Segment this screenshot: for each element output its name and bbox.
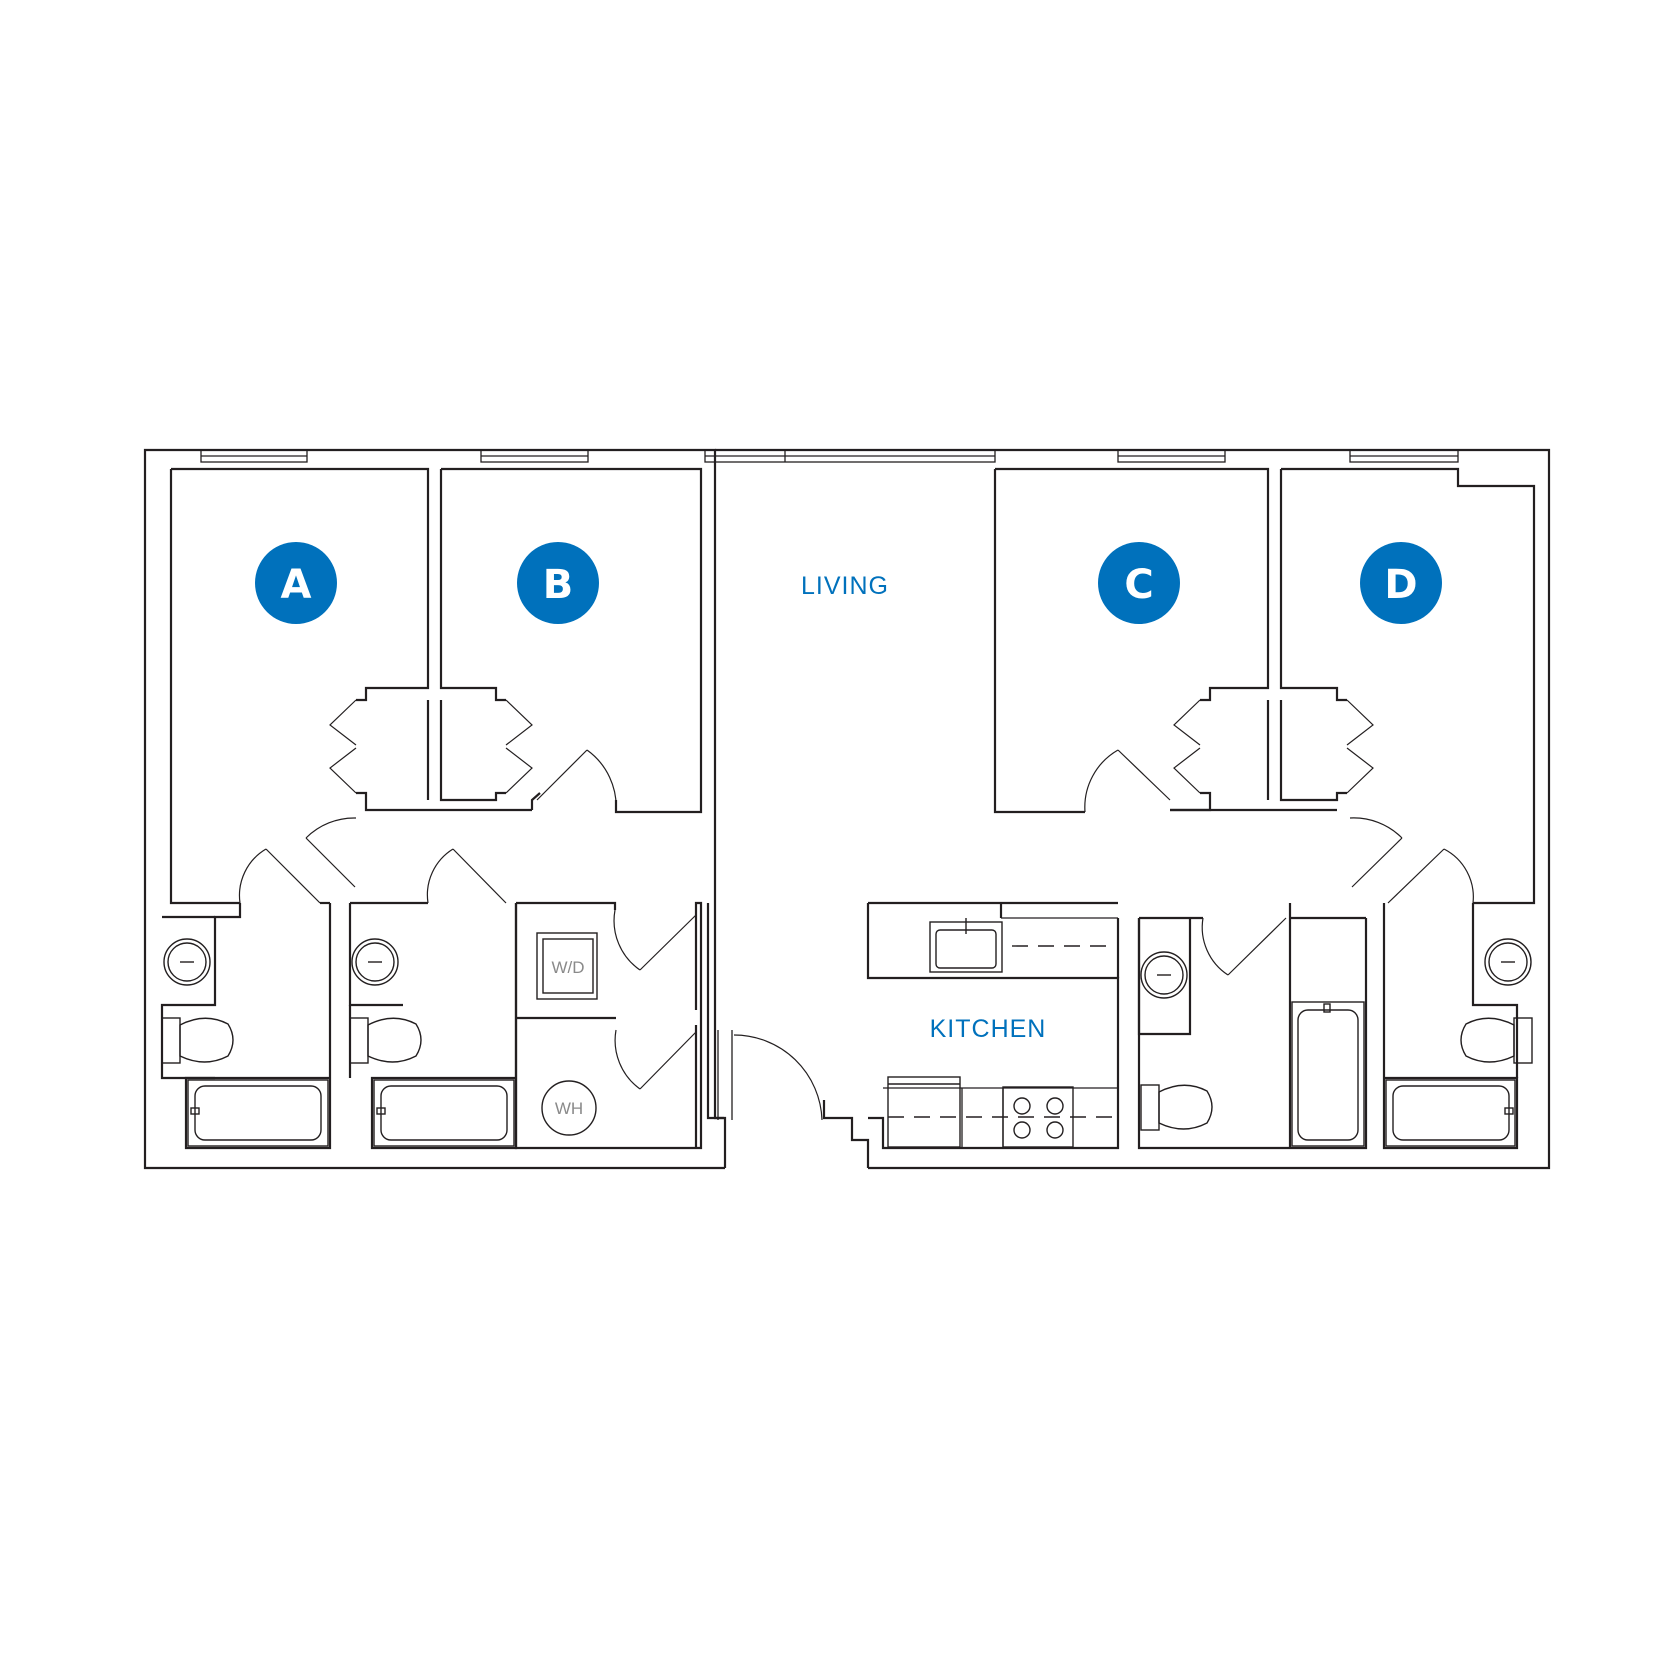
- bedroom-d-badge: D: [1360, 542, 1442, 624]
- refrigerator-icon: [887, 1076, 961, 1148]
- window-b: [480, 449, 589, 463]
- fixtures: [161, 918, 1533, 1148]
- door-swings: [238, 699, 1474, 1121]
- toilet-icon: [349, 1017, 422, 1064]
- water-heater-label: WH: [555, 1099, 583, 1118]
- right-bathrooms-walls: [1137, 903, 1368, 1150]
- window-living: [704, 449, 996, 463]
- bathtub-icon: [1385, 1079, 1516, 1147]
- bedroom-a-letter: A: [281, 562, 312, 608]
- bedroom-a-walls: [160, 467, 532, 1150]
- window-c: [1117, 449, 1226, 463]
- windows: [200, 449, 1459, 463]
- sink-icon: [1484, 938, 1532, 986]
- kitchen-sink-icon: [929, 918, 1003, 973]
- bathtub-icon: [373, 1079, 515, 1147]
- toilet-icon: [1460, 1017, 1533, 1064]
- sink-icon: [351, 938, 399, 986]
- kitchen-label: KITCHEN: [930, 1015, 1047, 1043]
- bedroom-a-badge: A: [255, 542, 337, 624]
- bedroom-d-walls: [1170, 467, 1536, 1150]
- toilet-icon: [161, 1017, 234, 1064]
- bathtub-icon: [1291, 1001, 1365, 1147]
- bedroom-c-badge: C: [1098, 542, 1180, 624]
- washer-dryer-label: W/D: [551, 958, 584, 977]
- sink-icon: [163, 938, 211, 986]
- kitchen-walls: [866, 901, 1120, 1150]
- toilet-icon: [1140, 1084, 1213, 1131]
- stove-icon: [1002, 1086, 1074, 1148]
- bedroom-b-badge: B: [517, 542, 599, 624]
- sink-icon: [1140, 951, 1188, 999]
- bathtub-icon: [187, 1079, 329, 1147]
- living-label: LIVING: [801, 572, 889, 600]
- utility-closets: [514, 901, 733, 1150]
- water-heater-icon: [541, 1080, 597, 1136]
- washer-dryer-icon: [536, 932, 598, 1000]
- bedroom-c-letter: C: [1124, 562, 1153, 608]
- bedroom-c-walls: [993, 467, 1270, 814]
- bedroom-b-letter: B: [543, 562, 574, 608]
- window-a: [200, 449, 308, 463]
- window-d: [1349, 449, 1459, 463]
- bedroom-d-letter: D: [1384, 562, 1417, 608]
- exterior-walls: [143, 448, 1551, 1170]
